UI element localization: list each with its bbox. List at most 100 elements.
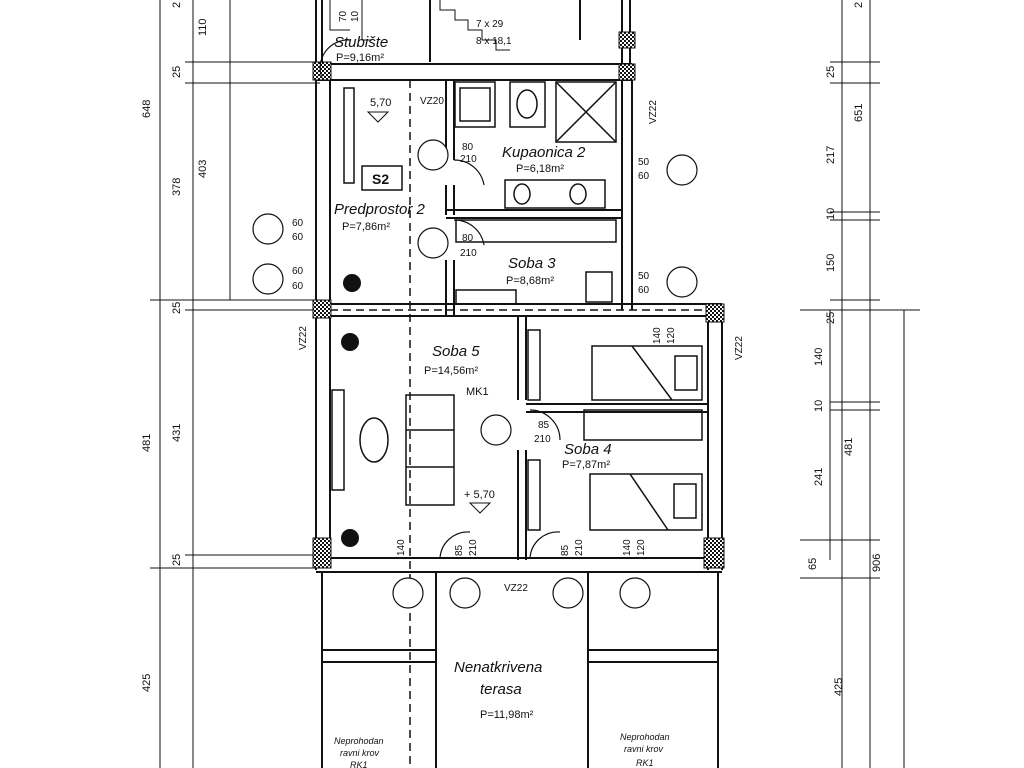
room-name-terasa-2: terasa — [480, 681, 522, 698]
room-area-soba4: P=7,87m² — [562, 459, 610, 471]
dim-left-outer-425: 425 — [141, 674, 153, 692]
dim-left-inner-25a: 25 — [171, 66, 183, 78]
opening-labels: 80 210 80 210 85 210 60 60 60 60 50 60 5… — [292, 10, 677, 556]
dim-left-outer-481: 481 — [141, 434, 153, 452]
door-soba4-height: 210 — [534, 434, 551, 445]
dim-right-inner-150: 150 — [825, 254, 837, 272]
door-soba4-width: 85 — [538, 420, 550, 431]
window-soba5-a: 140 — [396, 539, 407, 556]
dim-left-inner-25c: 25 — [171, 554, 183, 566]
room-name-terasa-1: Nenatkrivena — [454, 659, 542, 676]
dim-right-inner-10a: 10 — [825, 208, 837, 220]
dim-right-inner-140: 140 — [813, 348, 825, 366]
door-soba5-terrace-b: 210 — [468, 539, 479, 556]
door-soba4-terrace-b: 210 — [574, 539, 585, 556]
door-soba5-terrace-a: 85 — [454, 544, 465, 556]
room-area-terasa: P=11,98m² — [480, 709, 534, 721]
room-code-soba5: MK1 — [466, 386, 489, 398]
s2-label: S2 — [372, 171, 389, 187]
room-name-soba3: Soba 3 — [508, 255, 556, 272]
columns — [312, 31, 725, 569]
dim-right-inner-2: 2 — [853, 2, 865, 8]
vz22-right-label: VZ22 — [734, 336, 745, 360]
room-area-kupaonica: P=6,18m² — [516, 163, 564, 175]
dim-right-inner-217: 217 — [825, 146, 837, 164]
dim-left-inner-431: 431 — [171, 424, 183, 442]
dim-left-inner-25b: 25 — [171, 302, 183, 314]
door-soba4-terrace-a: 85 — [560, 544, 571, 556]
dim-right-outer-481: 481 — [843, 438, 855, 456]
door-bath-height: 210 — [460, 154, 477, 165]
door-soba3-width: 80 — [462, 233, 474, 244]
dim-right-outer-651: 651 — [853, 104, 865, 122]
dimension-labels-right: 2 25 217 10 150 25 140 10 241 65 425 651… — [807, 2, 883, 696]
window-bath-b: 60 — [638, 171, 650, 182]
roof-left-line3: RK1 — [350, 760, 368, 768]
dim-right-inner-25a: 25 — [825, 66, 837, 78]
dim-left-inner-378: 378 — [171, 178, 183, 196]
window-bath-a: 50 — [638, 157, 650, 168]
stair-dim-10: 10 — [350, 10, 361, 22]
stair-steps-label: 7 x 29 — [476, 19, 504, 30]
room-name-kupaonica: Kupaonica 2 — [502, 144, 586, 161]
window-soba3-a: 50 — [638, 271, 650, 282]
furniture — [331, 87, 703, 531]
dim-left-inner-403: 403 — [197, 160, 209, 178]
dimension-lines-left — [150, 0, 320, 768]
level-markers — [366, 111, 492, 514]
room-area-predprostor: P=7,86m² — [342, 221, 390, 233]
room-area-stubiste: P=9,16m² — [336, 52, 384, 64]
window-soba4-top-a: 140 — [652, 327, 663, 344]
window-pred-1b: 60 — [292, 232, 304, 243]
bathroom-fixtures — [454, 81, 617, 209]
dimension-labels-left: 2 648 481 425 110 25 378 403 25 431 25 — [141, 2, 209, 692]
stair-treads — [329, 0, 510, 51]
plant-icons — [341, 274, 361, 547]
window-pred-1a: 60 — [292, 218, 304, 229]
window-pred-2a: 60 — [292, 266, 304, 277]
room-labels: Stubište P=9,16m² Kupaonica 2 P=6,18m² P… — [298, 19, 745, 768]
window-soba4-bottom-b: 120 — [636, 539, 647, 556]
dim-right-inner-425: 425 — [833, 678, 845, 696]
room-name-predprostor: Predprostor 2 — [334, 201, 426, 218]
room-area-soba3: P=8,68m² — [506, 275, 554, 287]
dim-right-inner-65: 65 — [807, 558, 819, 570]
vz22-upper-right-label: VZ22 — [648, 100, 659, 124]
vz20-label: VZ20 — [420, 96, 444, 107]
axis-lines — [330, 80, 708, 768]
roof-left-line1: Neprohodan — [334, 736, 384, 746]
room-area-soba5: P=14,56m² — [424, 365, 478, 377]
s2-marker-box — [361, 165, 403, 191]
window-pred-2b: 60 — [292, 281, 304, 292]
level-soba5: + 5,70 — [464, 489, 495, 501]
level-top: 5,70 — [370, 97, 391, 109]
roof-left-line2: ravni krov — [340, 748, 380, 758]
roof-right-line1: Neprohodan — [620, 732, 670, 742]
opening-markers — [252, 139, 698, 609]
stair-dim-70: 70 — [338, 10, 349, 22]
walls — [315, 0, 723, 768]
door-soba3-height: 210 — [460, 248, 477, 259]
window-soba3-b: 60 — [638, 285, 650, 296]
dim-right-inner-10b: 10 — [813, 400, 825, 412]
stair-rise-label: 8 x 18,1 — [476, 36, 512, 47]
roof-right-line3: RK1 — [636, 758, 654, 768]
dim-left-outer-2: 2 — [171, 2, 183, 8]
vz22-bottom-label: VZ22 — [504, 583, 528, 594]
room-name-soba4: Soba 4 — [564, 441, 612, 458]
room-name-stubiste: Stubište — [334, 34, 388, 51]
dim-right-inner-241: 241 — [813, 468, 825, 486]
room-name-soba5: Soba 5 — [432, 343, 480, 360]
door-bath-width: 80 — [462, 142, 474, 153]
window-soba4-top-b: 120 — [666, 327, 677, 344]
dim-right-outer-906: 906 — [871, 554, 883, 572]
vz22-left-label: VZ22 — [298, 326, 309, 350]
window-soba4-bottom-a: 140 — [622, 539, 633, 556]
door-swings — [319, 39, 561, 559]
dim-right-inner-25b: 25 — [825, 312, 837, 324]
dim-left-outer-648: 648 — [141, 100, 153, 118]
dim-left-inner-110: 110 — [197, 18, 209, 36]
roof-right-line2: ravni krov — [624, 744, 664, 754]
dimension-lines-right — [800, 0, 920, 768]
